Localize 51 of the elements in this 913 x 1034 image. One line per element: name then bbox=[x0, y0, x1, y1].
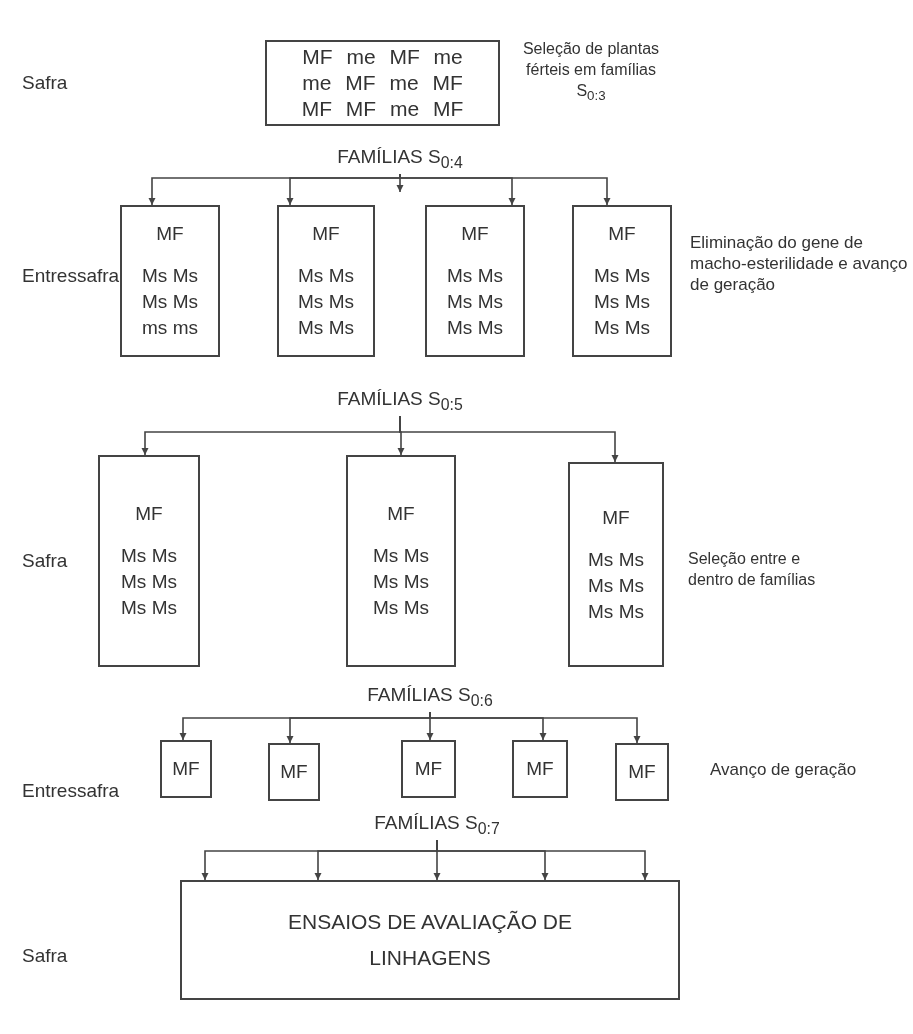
process-box bbox=[265, 40, 500, 126]
process-box bbox=[180, 880, 680, 1000]
generation-label: FAMÍLIAS S$_{0:5}$ bbox=[300, 388, 500, 414]
season-label: Safra bbox=[22, 72, 68, 94]
arrow bbox=[429, 711, 641, 744]
genotype-text: MF me MF me me MF me MF MF MF me MF bbox=[300, 44, 465, 122]
genotype-text: Ms Ms Ms Ms Ms Ms bbox=[297, 264, 355, 340]
phenotype-text: MF bbox=[135, 502, 163, 526]
step-description: Eliminação do gene de macho-esterilidade e avanço de geração bbox=[690, 232, 909, 295]
phenotype-text: MF bbox=[414, 758, 443, 780]
genotype-text: Ms Ms Ms Ms ms ms bbox=[141, 264, 199, 340]
phenotype-text: MF bbox=[526, 758, 554, 780]
step-description: Avanço de geração bbox=[710, 760, 857, 780]
process-box bbox=[346, 455, 456, 667]
process-box bbox=[98, 455, 200, 667]
season-label: Safra bbox=[22, 945, 68, 967]
process-box bbox=[425, 205, 525, 357]
box-text: ENSAIOS DE AVALIAÇÃO DE LINHAGENS bbox=[287, 909, 573, 971]
process-box bbox=[572, 205, 672, 357]
phenotype-text: MF bbox=[156, 222, 184, 246]
phenotype-text: MF bbox=[461, 222, 489, 246]
phenotype-text: MF bbox=[608, 222, 636, 246]
phenotype-text: MF bbox=[280, 761, 308, 783]
generation-label: FAMÍLIAS S$_{0:4}$ bbox=[300, 146, 500, 172]
genotype-text: Ms Ms Ms Ms Ms Ms bbox=[372, 544, 430, 620]
generation-label: FAMÍLIAS S$_{0:6}$ bbox=[330, 684, 530, 710]
process-box bbox=[160, 740, 212, 798]
step-description: Seleção de plantas férteis em famílias S$_{0:3}$ bbox=[522, 39, 660, 106]
phenotype-text: MF bbox=[387, 502, 415, 526]
process-box bbox=[568, 462, 664, 667]
process-box bbox=[615, 743, 669, 801]
step-description: Seleção entre e dentro de famílias bbox=[688, 549, 817, 590]
process-box bbox=[277, 205, 375, 357]
arrow bbox=[399, 415, 619, 463]
season-label: Entressafra bbox=[22, 265, 120, 287]
phenotype-text: MF bbox=[602, 505, 630, 530]
arrow bbox=[399, 173, 611, 206]
phenotype-text: MF bbox=[628, 761, 656, 783]
process-box bbox=[268, 743, 320, 801]
genotype-text: Ms Ms Ms Ms Ms Ms bbox=[593, 264, 651, 340]
phenotype-text: MF bbox=[172, 758, 200, 780]
season-label: Safra bbox=[22, 550, 68, 572]
season-label: Entressafra bbox=[22, 780, 120, 802]
genotype-text: Ms Ms Ms Ms Ms Ms bbox=[120, 544, 178, 620]
phenotype-text: MF bbox=[312, 222, 340, 246]
genotype-text: Ms Ms Ms Ms Ms Ms bbox=[587, 547, 645, 624]
process-box bbox=[120, 205, 220, 357]
process-box bbox=[401, 740, 456, 798]
process-box bbox=[512, 740, 568, 798]
genotype-text: Ms Ms Ms Ms Ms Ms bbox=[446, 264, 504, 340]
generation-label: FAMÍLIAS S$_{0:7}$ bbox=[337, 812, 537, 838]
